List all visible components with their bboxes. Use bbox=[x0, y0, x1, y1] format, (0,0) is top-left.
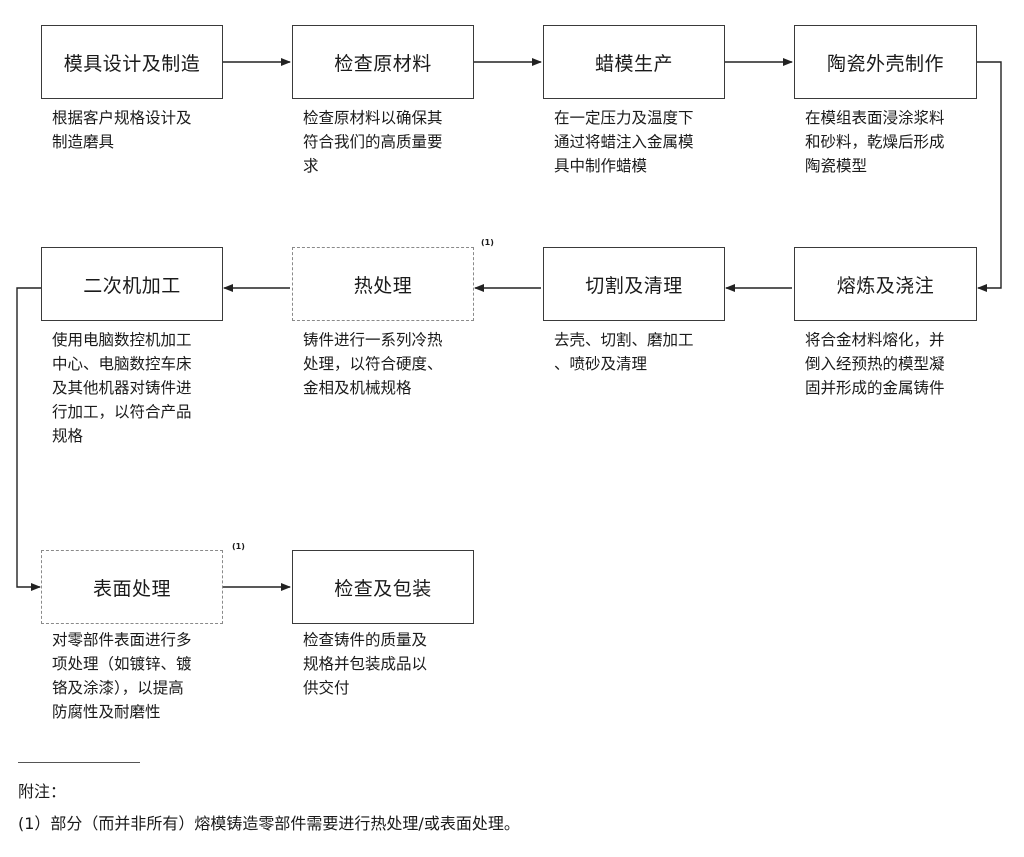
step-cutting-cleaning: 切割及清理 bbox=[543, 247, 725, 321]
step-ceramic-shell-desc: 在模组表面浸涂浆料 和砂料，乾燥后形成 陶瓷模型 bbox=[805, 109, 945, 175]
heat-treatment-footnote-marker: (1) bbox=[481, 238, 494, 247]
step-melting-pouring-title: 熔炼及浇注 bbox=[836, 274, 935, 297]
step-wax-production-title: 蜡模生产 bbox=[594, 52, 673, 75]
step-melting-pouring-desc: 将合金材料熔化，并 倒入经预热的模型凝 固并形成的金属铸件 bbox=[805, 331, 945, 397]
step-melting-pouring: 熔炼及浇注 bbox=[794, 247, 977, 321]
step-cutting-cleaning-title: 切割及清理 bbox=[585, 274, 683, 297]
arrow-shell-to-pour bbox=[977, 61, 1002, 292]
step-wax-production: 蜡模生产 bbox=[543, 25, 725, 99]
step-mold-design-title: 模具设计及制造 bbox=[63, 52, 201, 75]
step-cutting-cleaning-desc: 去壳、切割、磨加工 、喷砂及清理 bbox=[554, 331, 694, 373]
step-heat-treatment-title: 热处理 bbox=[353, 274, 413, 297]
step-inspection-packaging-desc: 检查铸件的质量及 规格并包装成品以 供交付 bbox=[303, 631, 428, 697]
step-mold-design-desc: 根据客户规格设计及 制造磨具 bbox=[52, 109, 192, 151]
step-inspection-packaging-title: 检查及包装 bbox=[334, 577, 432, 600]
notes-title: 附注： bbox=[18, 782, 67, 801]
arrow-machining-to-surface bbox=[16, 287, 41, 591]
step-surface-treatment-desc: 对零部件表面进行多 项处理（如镀锌、镀 铬及涂漆），以提高 防腐性及耐磨性 bbox=[52, 631, 192, 721]
step-secondary-machining-title: 二次机加工 bbox=[83, 274, 181, 297]
step-heat-treatment-desc: 铸件进行一系列冷热 处理，以符合硬度、 金相及机械规格 bbox=[303, 331, 443, 397]
step-secondary-machining: 二次机加工 bbox=[41, 247, 223, 321]
step-inspect-materials-desc: 检查原材料以确保其 符合我们的高质量要 求 bbox=[303, 109, 443, 175]
step-surface-treatment-title: 表面处理 bbox=[92, 577, 171, 600]
surface-treatment-footnote-marker: (1) bbox=[232, 542, 245, 551]
step-mold-design: 模具设计及制造 bbox=[41, 25, 223, 99]
step-ceramic-shell-title: 陶瓷外壳制作 bbox=[826, 52, 944, 75]
step-secondary-machining-desc: 使用电脑数控机加工 中心、电脑数控车床 及其他机器对铸件进 行加工，以符合产品 … bbox=[52, 331, 192, 445]
step-heat-treatment: 热处理 bbox=[292, 247, 474, 321]
step-inspect-materials: 检查原材料 bbox=[292, 25, 474, 99]
step-inspection-packaging: 检查及包装 bbox=[292, 550, 474, 624]
step-wax-production-desc: 在一定压力及温度下 通过将蜡注入金属模 具中制作蜡模 bbox=[554, 109, 694, 175]
step-ceramic-shell: 陶瓷外壳制作 bbox=[794, 25, 977, 99]
notes-text: (1）部分（而并非所有）熔模铸造零部件需要进行热处理/或表面处理。 bbox=[18, 814, 520, 833]
step-inspect-materials-title: 检查原材料 bbox=[334, 52, 432, 75]
footnote-divider bbox=[18, 762, 140, 763]
step-surface-treatment: 表面处理 bbox=[41, 550, 223, 624]
